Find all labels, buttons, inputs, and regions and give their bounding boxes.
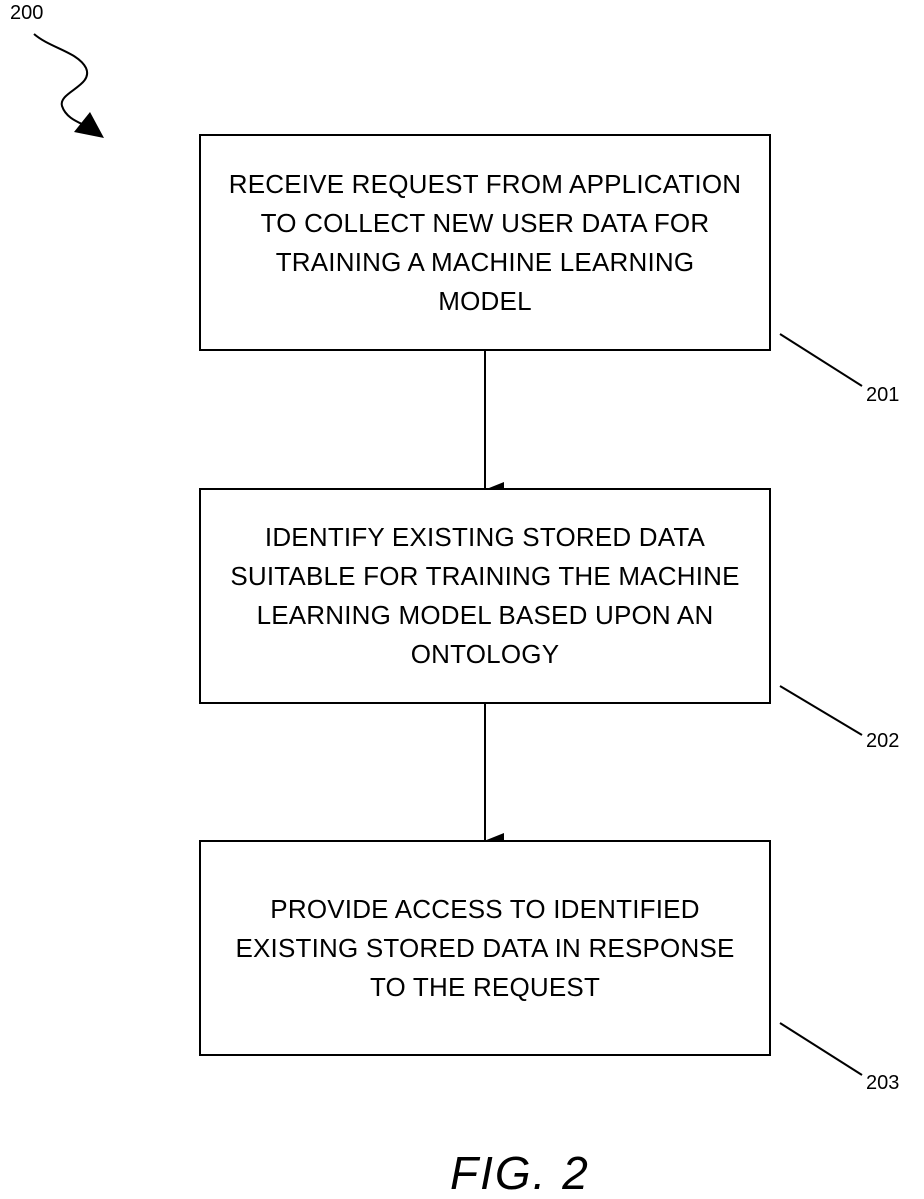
step-text-201: RECEIVE REQUEST FROM APPLICATION TO COLL… xyxy=(201,165,769,321)
figure-ref-arrowhead xyxy=(74,112,104,138)
step-box-202: IDENTIFY EXISTING STORED DATA SUITABLE F… xyxy=(199,488,771,704)
flowchart-diagram: 200 RECEIVE REQUEST FROM APPLICATION TO … xyxy=(0,0,924,1166)
step-ref-label-201: 201 xyxy=(866,384,899,406)
step-ref-label-202: 202 xyxy=(866,730,899,752)
leader-line-203 xyxy=(780,1023,862,1075)
step-text-202: IDENTIFY EXISTING STORED DATA SUITABLE F… xyxy=(201,518,769,674)
figure-caption: FIG. 2 xyxy=(450,1148,590,1198)
step-box-201: RECEIVE REQUEST FROM APPLICATION TO COLL… xyxy=(199,134,771,351)
step-ref-label-203: 203 xyxy=(866,1072,899,1094)
step-text-203: PROVIDE ACCESS TO IDENTIFIED EXISTING ST… xyxy=(201,890,769,1007)
step-box-203: PROVIDE ACCESS TO IDENTIFIED EXISTING ST… xyxy=(199,840,771,1056)
figure-ref-squiggle xyxy=(34,34,87,126)
figure-ref-label: 200 xyxy=(10,2,43,24)
leader-line-202 xyxy=(780,686,862,735)
leader-line-201 xyxy=(780,334,862,386)
